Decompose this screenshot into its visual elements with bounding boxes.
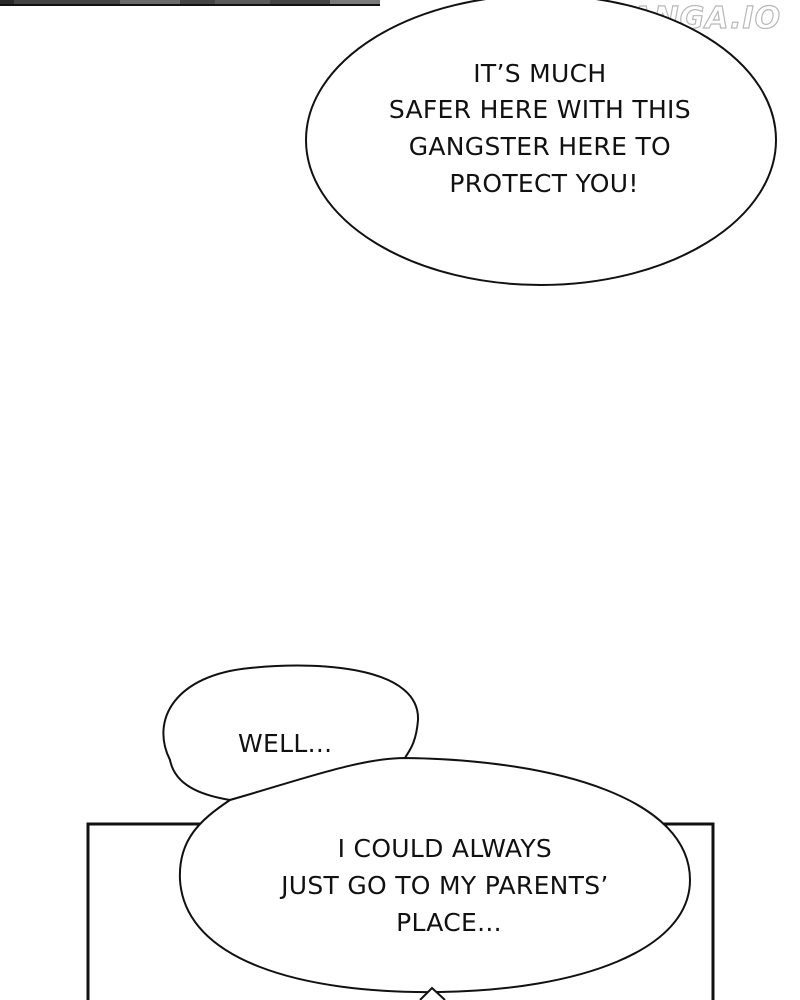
- bubble-1-text: IT’S MUCH SAFER HERE WITH THIS GANGSTER …: [389, 59, 699, 198]
- top-panel-strip: [0, 0, 380, 6]
- bubble-3-text: I COULD ALWAYS JUST GO TO MY PARENTS’ PL…: [279, 834, 617, 937]
- bubble-2-line-1: WELL...: [238, 729, 332, 758]
- bubble-3-line-2: JUST GO TO MY PARENTS’: [279, 871, 609, 900]
- speech-bubble-3: I COULD ALWAYS JUST GO TO MY PARENTS’ PL…: [178, 756, 692, 1000]
- bubble-3-line-3: PLACE...: [396, 908, 502, 937]
- speech-bubble-1: IT’S MUCH SAFER HERE WITH THIS GANGSTER …: [305, 0, 777, 286]
- bubble-2-text: WELL...: [238, 729, 332, 758]
- bubble-1-line-4: PROTECT YOU!: [449, 169, 638, 198]
- bubble-1-line-2: SAFER HERE WITH THIS: [389, 95, 691, 124]
- bubble-1-line-1: IT’S MUCH: [473, 59, 606, 88]
- bubble-3-line-1: I COULD ALWAYS: [338, 834, 552, 863]
- bubble-1-line-3: GANGSTER HERE TO: [409, 132, 671, 161]
